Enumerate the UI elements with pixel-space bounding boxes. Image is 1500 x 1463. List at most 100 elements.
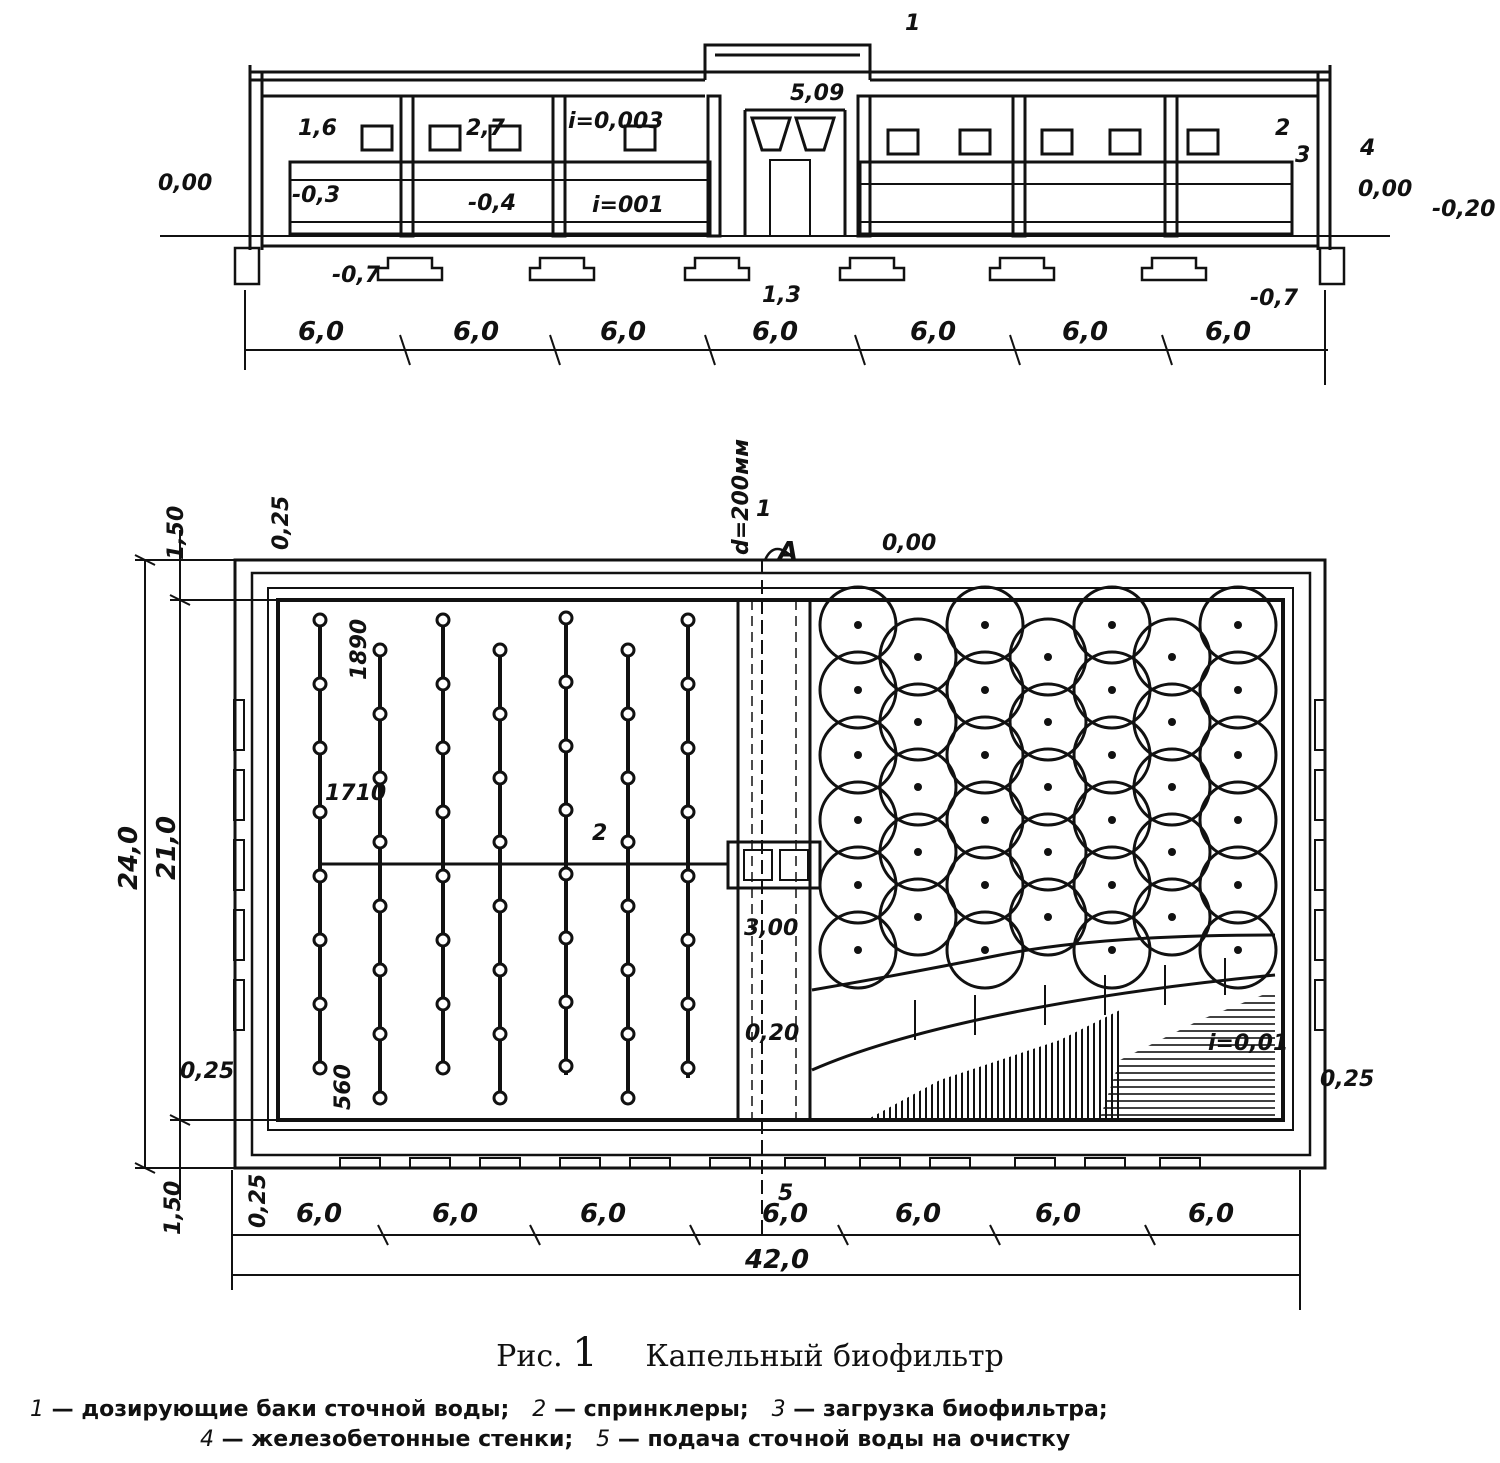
nozzle (435, 932, 451, 948)
coverage-circle (878, 877, 958, 957)
coverage-circle (1198, 715, 1278, 795)
level-1-3: 1,3 (762, 283, 801, 308)
nozzle (435, 740, 451, 756)
coverage-circle (1198, 650, 1278, 730)
central-channel (736, 598, 812, 1122)
biofilter-drawing: 1 2 3 4 0,00 0,00 -0,20 5,09 1,6 2,7 -0,… (114, 11, 1495, 1310)
level-tank-top: 5,09 (790, 81, 844, 106)
dim-left-1-50-bottom: 1,50 (161, 1181, 186, 1235)
plan-overall-dim: 42,0 (744, 1245, 809, 1275)
level-minus-0-7-left: -0,7 (332, 263, 381, 288)
sprinkler-head (1108, 946, 1116, 954)
coverage-circle (1132, 812, 1212, 892)
nozzle (372, 834, 388, 850)
dim-1710: 1710 (325, 781, 386, 806)
window (428, 124, 462, 152)
nozzle (620, 962, 636, 978)
plan-wall-inner (250, 571, 1312, 1157)
coverage-circle (1008, 747, 1088, 827)
sprinkler-head (854, 816, 862, 824)
plan-view (135, 530, 1327, 1310)
legend-num-1: 1 (30, 1397, 44, 1422)
nozzle (435, 868, 451, 884)
nozzle (558, 930, 574, 946)
sprinkler-head (1234, 621, 1242, 629)
nozzle (492, 962, 508, 978)
nozzle (620, 1026, 636, 1042)
sprinkler-head (1168, 913, 1176, 921)
dim-left-24-0: 24,0 (114, 826, 144, 890)
nozzle (620, 706, 636, 722)
dosing-chamber (726, 840, 822, 890)
nozzle (558, 610, 574, 626)
nozzle (492, 1090, 508, 1106)
nozzle (680, 868, 696, 884)
dim-bottom-0-25: 0,25 (246, 1174, 271, 1228)
sprinkler-head (854, 881, 862, 889)
pipe-diameter-label: d=200мм (729, 439, 754, 555)
level-minus-0-3: -0,3 (292, 183, 340, 208)
sprinkler-head (981, 751, 989, 759)
nozzle (558, 674, 574, 690)
nozzle (372, 898, 388, 914)
nozzle (558, 994, 574, 1010)
sprinkler-head (914, 783, 922, 791)
sprinkler-head (1168, 783, 1176, 791)
nozzle (680, 804, 696, 820)
section-mark-a: A (776, 537, 798, 567)
drain-hatch-vertical (870, 1010, 1120, 1118)
sprinkler-head (981, 686, 989, 694)
nozzle (435, 1060, 451, 1076)
sprinkler-head (854, 946, 862, 954)
coverage-circle (1008, 877, 1088, 957)
coverage-circle (945, 650, 1025, 730)
sprinkler-head (1108, 816, 1116, 824)
sprinkler-head (1044, 913, 1052, 921)
nozzle (620, 834, 636, 850)
figure-legend: 1 — дозирующие баки сточной воды; 2 — сп… (30, 1395, 1470, 1455)
dosing-tank (749, 116, 793, 152)
coverage-circle (1008, 682, 1088, 762)
dim-left-1-50-top: 1,50 (164, 506, 189, 560)
figure-label: Рис. (496, 1339, 563, 1374)
nozzle (312, 804, 328, 820)
nozzle (492, 706, 508, 722)
coverage-circle (878, 747, 958, 827)
coverage-circle (878, 617, 958, 697)
level-right-ground: 0,00 (1358, 177, 1412, 202)
sprinkler-head (914, 848, 922, 856)
coverage-circle (878, 812, 958, 892)
floor-slope: i=0,01 (1208, 1031, 1288, 1056)
level-right-outer: -0,20 (1432, 197, 1495, 222)
sprinkler-head (854, 621, 862, 629)
sprinkler-head (981, 881, 989, 889)
nozzle (558, 802, 574, 818)
section-span: 6,0 (453, 317, 499, 347)
plan-span: 6,0 (1188, 1199, 1234, 1229)
coverage-circle (1132, 877, 1212, 957)
slope-0-003: i=0,003 (568, 109, 664, 134)
sprinkler-head (981, 816, 989, 824)
window (623, 124, 657, 152)
legend-text-5: — подача сточной воды на очистку (617, 1427, 1071, 1452)
filter-cutaway-lower (811, 973, 1276, 1072)
sprinkler-head (1168, 653, 1176, 661)
legend-num-3: 3 (771, 1397, 786, 1422)
foundations (233, 246, 1346, 286)
plan-span: 6,0 (432, 1199, 478, 1229)
coverage-circle (945, 910, 1025, 990)
section-callout-2: 2 (1275, 116, 1290, 141)
dim-left-21-0: 21,0 (152, 816, 182, 880)
sprinkler-head (1168, 718, 1176, 726)
channel-level: 0,20 (745, 1021, 799, 1046)
section-dim-ticks (399, 334, 1173, 366)
nozzle (312, 868, 328, 884)
nozzle (372, 1026, 388, 1042)
nozzle (620, 898, 636, 914)
slope-001: i=001 (592, 193, 664, 218)
nozzle (312, 612, 328, 628)
plan-level-top: 0,00 (882, 531, 936, 556)
legend-num-5: 5 (596, 1427, 611, 1452)
coverage-circle (878, 682, 958, 762)
nozzle (372, 1090, 388, 1106)
